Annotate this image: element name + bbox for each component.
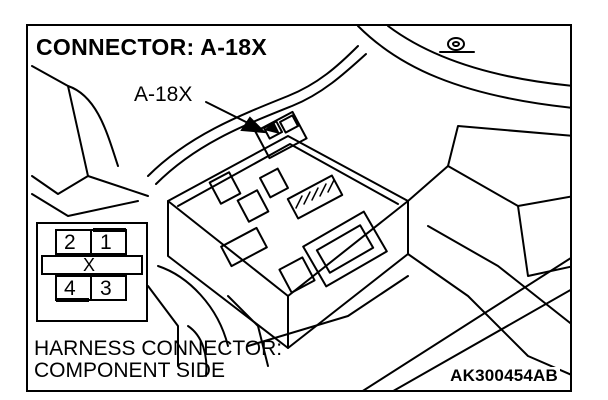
relay-4	[278, 256, 316, 294]
diagram-frame: CONNECTOR: A-18X A-18X 2 1 X 4 3 HARNESS	[26, 24, 572, 392]
left-structure	[31, 65, 89, 195]
relay-box-outline	[167, 135, 409, 297]
connector-callout-label: A-18X	[132, 83, 195, 106]
relay-1	[208, 171, 242, 205]
callout-arrow-shaft	[205, 101, 251, 125]
large-relay	[302, 210, 388, 288]
pin-4-label: 4	[64, 277, 76, 300]
pin-3-label: 3	[100, 277, 112, 300]
wiring-harness	[147, 45, 359, 177]
callout-arrow-head	[240, 116, 267, 134]
harness-label-line2: COMPONENT SIDE	[34, 359, 225, 382]
relay-2	[236, 189, 270, 223]
diagram-title: CONNECTOR: A-18X	[34, 34, 269, 60]
fender-panel	[357, 26, 570, 109]
engine-bay-illustration	[31, 26, 570, 390]
bolt-head	[447, 37, 465, 51]
relay-3	[259, 167, 289, 199]
right-tray	[407, 165, 570, 207]
fuse-block	[286, 174, 344, 220]
fender-inner-edge	[387, 26, 570, 87]
pin-center-mark: X	[83, 255, 96, 275]
pin-2-label: 2	[64, 231, 76, 254]
relay-box-lid-edge	[177, 143, 399, 207]
relay-5	[220, 226, 268, 268]
lower-bracket	[157, 265, 229, 347]
pin-1-label: 1	[100, 231, 112, 254]
pin-layout-grid	[41, 228, 143, 302]
connector-pin-layout: 2 1 X 4 3	[36, 222, 148, 322]
figure-code: AK300454AB	[448, 366, 560, 385]
harness-label-line1: HARNESS CONNECTOR:	[34, 337, 283, 360]
